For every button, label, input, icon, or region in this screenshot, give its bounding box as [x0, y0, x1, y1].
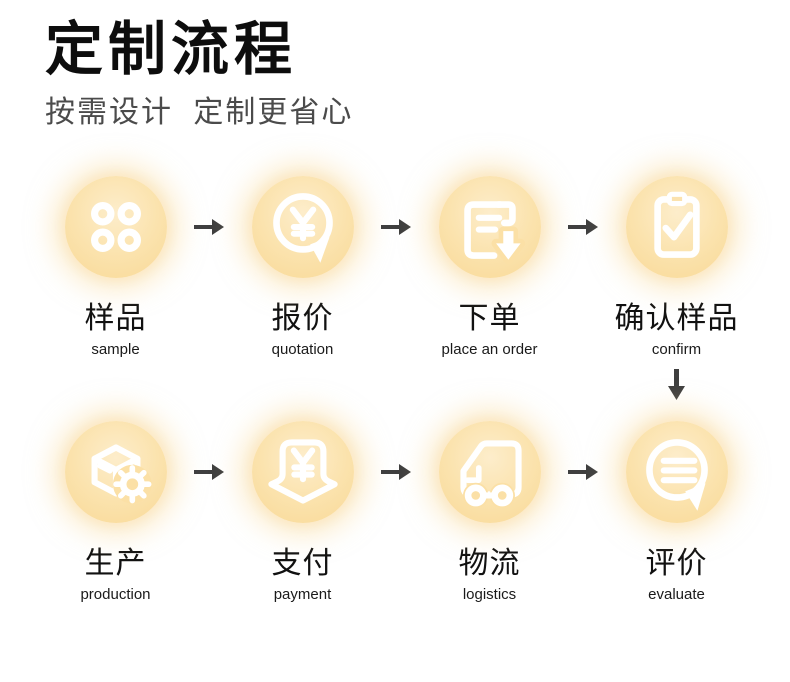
step-confirm: 确认样品 confirm [583, 176, 770, 360]
page-title: 定制流程 [45, 17, 298, 82]
step-label-cn: 下单 [458, 302, 521, 335]
step-circle [625, 176, 728, 278]
arrow-down-icon [668, 369, 685, 400]
step-production: 生产 production [22, 421, 224, 605]
step-label-en: confirm [651, 341, 702, 358]
step-label-cn: 物流 [458, 547, 521, 580]
arrow-right-icon [194, 219, 224, 235]
sample-grid-icon [90, 202, 141, 252]
page-subtitle: 按需设计 定制更省心 [45, 96, 354, 129]
quotation-bubble-yen-icon [272, 193, 333, 263]
flow-row-2: 生产 production 支付 payment [22, 421, 770, 605]
step-label-en: logistics [462, 586, 517, 603]
step-label-cn: 样品 [84, 302, 147, 335]
step-evaluate: 评价 evaluate [583, 421, 770, 605]
step-logistics: 物流 logistics [396, 421, 598, 605]
step-label-en: payment [273, 586, 332, 603]
step-payment: 支付 payment [209, 421, 411, 605]
step-circle [438, 176, 541, 278]
arrow-right-icon [194, 464, 224, 480]
step-label-en: quotation [271, 341, 334, 358]
step-circle [625, 421, 728, 523]
confirm-clipboard-check-icon [653, 191, 700, 258]
step-label-en: production [80, 586, 151, 603]
step-place-order: 下单 place an order [396, 176, 598, 360]
step-label-cn: 生产 [84, 547, 147, 580]
step-label-cn: 确认样品 [614, 302, 739, 335]
evaluate-bubble-lines-icon [645, 439, 708, 511]
step-circle [64, 176, 167, 278]
step-label-en: sample [91, 341, 140, 358]
step-label-cn: 评价 [645, 547, 708, 580]
step-label-cn: 报价 [271, 302, 334, 335]
step-circle [438, 421, 541, 523]
step-label-en: place an order [441, 341, 538, 358]
arrow-right-icon [568, 219, 598, 235]
logistics-truck-icon [459, 440, 522, 509]
flow-row-1: 样品 sample 报价 quotation [22, 176, 770, 360]
arrow-right-icon [381, 464, 411, 480]
arrow-right-icon [381, 219, 411, 235]
row-connector [0, 360, 790, 418]
step-quotation: 报价 quotation [209, 176, 411, 360]
header: 定制流程 按需设计 定制更省心 [0, 0, 790, 132]
production-box-gear-icon [91, 444, 152, 504]
step-circle [64, 421, 167, 523]
arrow-right-icon [568, 464, 598, 480]
step-label-cn: 支付 [271, 547, 334, 580]
order-document-download-icon [463, 201, 525, 265]
step-circle [251, 421, 354, 523]
step-sample: 样品 sample [22, 176, 224, 360]
step-label-en: evaluate [648, 586, 705, 603]
payment-yen-icon [267, 439, 338, 504]
step-circle [251, 176, 354, 278]
